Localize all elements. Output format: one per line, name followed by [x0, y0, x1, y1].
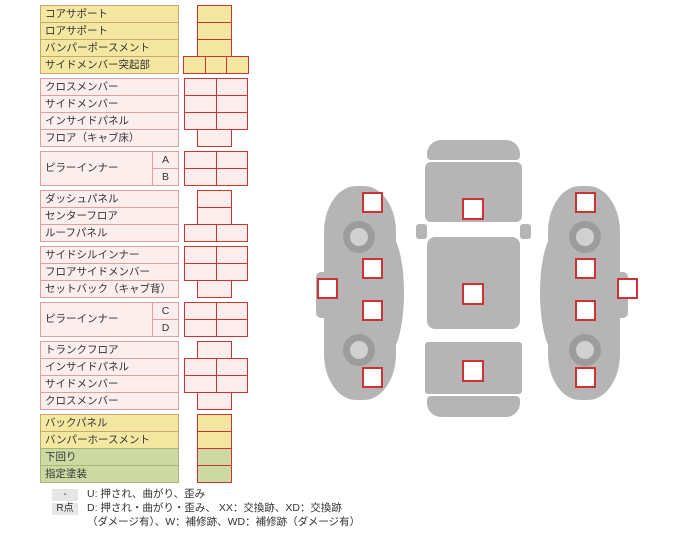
table-row: サイドメンバー突起部 — [40, 56, 250, 74]
legend-text: U: 押され、曲がり、歪み — [87, 488, 206, 500]
part-label: バンパーホースメント — [40, 431, 179, 449]
sub-label: B — [152, 168, 179, 186]
check-cell-block — [184, 375, 248, 393]
damage-marker[interactable] — [362, 367, 383, 388]
front-bumper — [427, 140, 520, 160]
check-cell[interactable] — [215, 224, 248, 242]
table-row: サイドメンバー — [40, 95, 249, 113]
table-row: A — [152, 151, 248, 169]
part-label: クロスメンバー — [40, 392, 179, 410]
check-cell[interactable] — [226, 56, 250, 74]
damage-marker[interactable] — [575, 192, 596, 213]
check-cell-block — [197, 392, 232, 410]
table-row: フロア（キャブ床） — [40, 129, 249, 147]
table-row: セットバック（キャブ背） — [40, 280, 249, 298]
part-label: サイドメンバー — [40, 95, 179, 113]
part-group: コアサポートロアサポートバンパーポースメントサイドメンバー突起部 — [40, 5, 250, 74]
damage-marker[interactable] — [462, 283, 484, 305]
check-cell-block — [197, 129, 232, 147]
table-row: サイドメンバー — [40, 375, 249, 393]
check-cell[interactable] — [197, 280, 232, 298]
damage-marker[interactable] — [575, 367, 596, 388]
check-cell-block — [197, 465, 232, 483]
check-cell-block — [183, 56, 250, 74]
damage-marker[interactable] — [362, 258, 383, 279]
part-label: フロア（キャブ床） — [40, 129, 179, 147]
car-top-view — [416, 140, 531, 417]
part-label: 指定塗装 — [40, 465, 179, 483]
table-row: B — [152, 168, 248, 186]
part-group: バックパネルバンパーホースメント下回り指定塗装 — [40, 414, 249, 483]
car-cabin-silhouette — [370, 232, 404, 354]
table-row: クロスメンバー — [40, 392, 249, 410]
car-cabin-silhouette — [540, 232, 574, 354]
damage-marker[interactable] — [617, 278, 638, 299]
part-group: クロスメンバーサイドメンバーインサイドパネルフロア（キャブ床） — [40, 78, 249, 147]
table-row: トランクフロア — [40, 341, 249, 359]
table-row: バンパーホースメント — [40, 431, 249, 449]
damage-marker[interactable] — [362, 192, 383, 213]
legend-key: R点 — [52, 503, 78, 515]
rear-wheel — [343, 334, 375, 366]
part-label: センターフロア — [40, 207, 179, 225]
legend-row: R点 D: 押され・曲がり・歪み、 XX：交換跡、XD：交換跡 — [52, 502, 360, 515]
rear-wheel — [569, 334, 601, 366]
check-cell[interactable] — [197, 129, 232, 147]
legend-key — [52, 517, 78, 529]
check-cell[interactable] — [197, 392, 232, 410]
check-cell[interactable] — [215, 319, 248, 337]
left-mirror — [416, 224, 427, 239]
damage-marker[interactable] — [317, 278, 338, 299]
part-label: バンパーポースメント — [40, 39, 179, 57]
part-label: ルーフパネル — [40, 224, 179, 242]
damage-marker[interactable] — [462, 360, 484, 382]
damage-marker[interactable] — [362, 300, 383, 321]
check-cell-block — [184, 168, 248, 186]
legend-text: D: 押され・曲がり・歪み、 XX：交換跡、XD：交換跡 — [87, 502, 342, 514]
check-cell-block — [197, 280, 232, 298]
legend-key: - — [52, 489, 78, 501]
table-row: ルーフパネル — [40, 224, 249, 242]
front-wheel — [569, 221, 601, 253]
damage-marker[interactable] — [575, 300, 596, 321]
check-cell-block — [184, 319, 248, 337]
part-group: トランクフロアインサイドパネルサイドメンバークロスメンバー — [40, 341, 249, 410]
part-label: ピラーインナー — [40, 151, 153, 186]
table-row: 指定塗装 — [40, 465, 249, 483]
check-cell[interactable] — [215, 168, 248, 186]
check-cell-block — [184, 224, 248, 242]
part-group: サイドシルインナーフロアサイドメンバーセットバック（キャブ背） — [40, 246, 249, 298]
part-label: サイドメンバー突起部 — [40, 56, 179, 74]
legend-row: - U: 押され、曲がり、歪み — [52, 488, 360, 501]
table-row: ダッシュパネル — [40, 190, 249, 208]
rear-bumper — [427, 396, 520, 417]
part-label: セットバック（キャブ背） — [40, 280, 179, 298]
right-mirror — [520, 224, 531, 239]
legend-row: （ダメージ有）、W：補修跡、WD：補修跡（ダメージ有） — [52, 516, 360, 529]
damage-marker[interactable] — [575, 258, 596, 279]
damage-marker[interactable] — [462, 198, 484, 220]
part-group: ダッシュパネルセンターフロアルーフパネル — [40, 190, 249, 242]
part-label: ピラーインナー — [40, 302, 153, 337]
damage-parts-table: コアサポートロアサポートバンパーポースメントサイドメンバー突起部クロスメンバーサ… — [40, 5, 250, 487]
table-row: センターフロア — [40, 207, 249, 225]
car-left-side-view — [316, 186, 410, 400]
table-row: D — [152, 319, 248, 337]
front-wheel — [343, 221, 375, 253]
legend: - U: 押され、曲がり、歪み R点 D: 押され・曲がり・歪み、 XX：交換跡… — [52, 488, 360, 530]
table-row: バンパーポースメント — [40, 39, 249, 57]
legend-text: （ダメージ有）、W：補修跡、WD：補修跡（ダメージ有） — [87, 516, 361, 528]
table-row: コアサポート — [40, 5, 249, 23]
check-cell[interactable] — [197, 465, 232, 483]
sub-label: D — [152, 319, 179, 337]
